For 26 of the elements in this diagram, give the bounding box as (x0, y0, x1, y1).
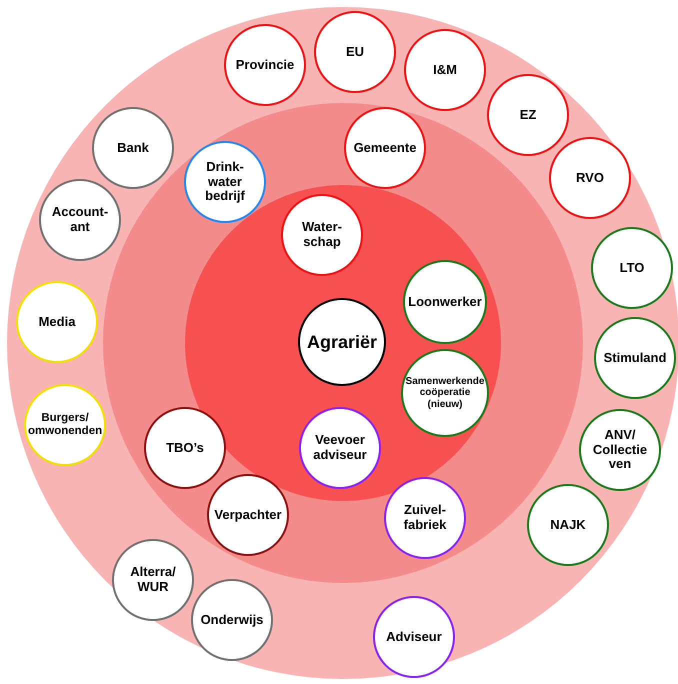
stakeholder-circle: Loonwerker (403, 260, 487, 344)
stakeholder-circle: Veevoer adviseur (299, 407, 381, 489)
stakeholder-circle: Verpachter (207, 474, 289, 556)
stakeholder-circle: Water- schap (281, 194, 363, 276)
stakeholder-circle: Adviseur (373, 596, 455, 678)
stakeholder-circle: Stimuland (594, 317, 676, 399)
stakeholder-circle: Zuivel- fabriek (384, 477, 466, 559)
stakeholder-circle: RVO (549, 137, 631, 219)
stakeholder-circle: Samenwerkende coöperatie (nieuw) (401, 349, 489, 437)
stakeholder-circle: Alterra/ WUR (112, 539, 194, 621)
stakeholder-circle: LTO (591, 227, 673, 309)
stakeholder-circle: Gemeente (344, 107, 426, 189)
stakeholder-circle: Bank (92, 107, 174, 189)
stakeholder-circle: Media (16, 281, 98, 363)
stakeholder-circle: Account- ant (39, 179, 121, 261)
stakeholder-circle: TBO’s (144, 407, 226, 489)
stakeholder-circle: NAJK (527, 484, 609, 566)
stakeholder-circle: ANV/ Collectie ven (579, 409, 661, 491)
stakeholder-circle: Drink- water bedrijf (184, 141, 266, 223)
stakeholder-circle: EZ (487, 74, 569, 156)
stakeholder-circle: Burgers/ omwonenden (24, 384, 106, 466)
stakeholder-circle: I&M (404, 29, 486, 111)
stakeholder-circle: Agrariër (298, 298, 386, 386)
stakeholder-circle: Onderwijs (191, 579, 273, 661)
stakeholder-circle: Provincie (224, 24, 306, 106)
stakeholder-circle: EU (314, 11, 396, 93)
